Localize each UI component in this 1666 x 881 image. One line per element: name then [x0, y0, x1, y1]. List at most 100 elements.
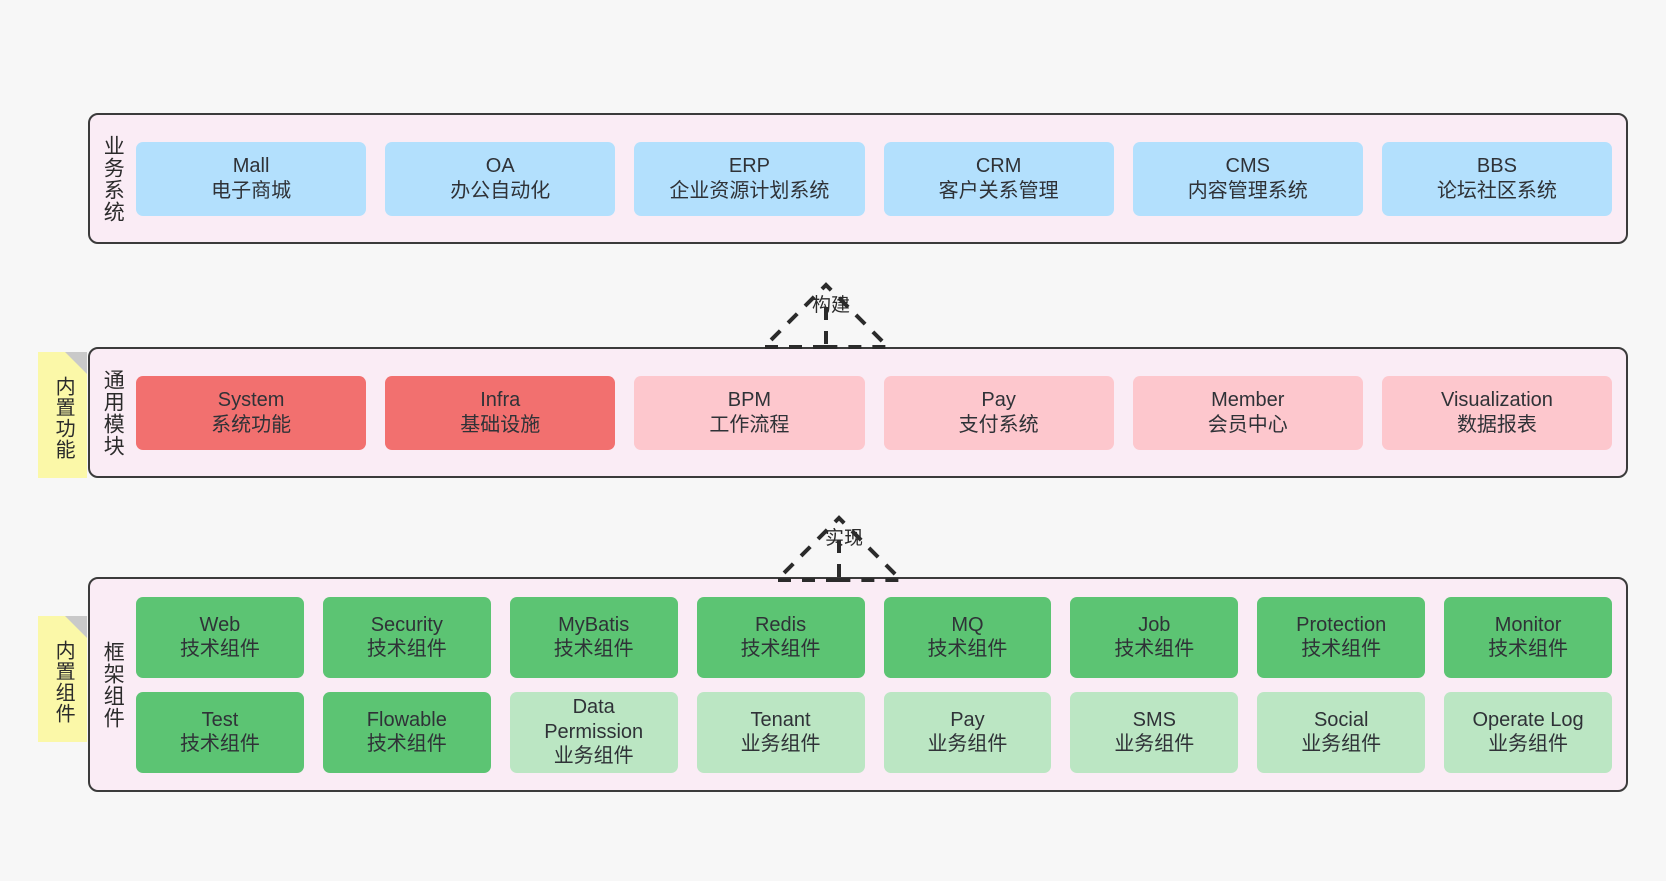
box-title: System	[217, 389, 285, 412]
box-title: MyBatis	[558, 613, 630, 636]
box-title: Member	[1211, 389, 1285, 412]
box-title: Pay	[981, 389, 1016, 412]
connector-build-arrow	[759, 282, 893, 349]
box-operate-log[interactable]: Operate Log 业务组件	[1444, 691, 1612, 773]
box-social[interactable]: Social 业务组件	[1257, 691, 1426, 773]
box-title: Operate Log	[1472, 708, 1584, 731]
box-title: Infra	[480, 389, 521, 412]
box-bbs[interactable]: BBS 论坛社区系统	[1381, 141, 1613, 216]
box-title: Protection	[1296, 613, 1387, 636]
note-builtin-components: 内置组件	[38, 616, 87, 742]
box-title: SMS	[1132, 708, 1176, 731]
box-title: ERP	[728, 155, 770, 178]
box-subtitle: 技术组件	[1488, 638, 1569, 660]
box-title: BPM	[727, 389, 772, 412]
box-data-permission[interactable]: Data Permission 业务组件	[509, 691, 678, 773]
box-pay-module[interactable]: Pay 支付系统	[883, 375, 1114, 450]
note-text: 内置功能	[52, 376, 75, 460]
box-web[interactable]: Web 技术组件	[136, 596, 304, 678]
section-label-business-systems: 业务系统	[101, 134, 125, 223]
box-subtitle: 技术组件	[179, 638, 260, 660]
box-flowable[interactable]: Flowable 技术组件	[322, 691, 491, 773]
box-mybatis[interactable]: MyBatis 技术组件	[509, 596, 678, 678]
box-cms[interactable]: CMS 内容管理系统	[1132, 141, 1363, 216]
box-subtitle: 办公自动化	[450, 179, 551, 202]
box-title: Security	[370, 613, 443, 636]
box-protection[interactable]: Protection 技术组件	[1257, 596, 1426, 678]
box-title: Job	[1138, 613, 1171, 636]
box-subtitle: 技术组件	[366, 638, 447, 660]
box-subtitle: 工作流程	[709, 413, 790, 436]
box-redis[interactable]: Redis 技术组件	[696, 596, 865, 678]
box-subtitle: 技术组件	[1301, 638, 1382, 660]
box-subtitle: 系统功能	[211, 413, 292, 436]
row: Web 技术组件 Security 技术组件 MyBatis 技术组件 Redi…	[136, 596, 1612, 678]
box-erp[interactable]: ERP 企业资源计划系统	[634, 141, 865, 216]
box-subtitle: 内容管理系统	[1187, 179, 1308, 202]
note-fold-corner-icon	[65, 352, 87, 374]
box-subtitle: 业务组件	[927, 733, 1008, 755]
box-security[interactable]: Security 技术组件	[322, 596, 491, 678]
box-job[interactable]: Job 技术组件	[1070, 596, 1239, 678]
box-title: Visualization	[1440, 389, 1553, 412]
box-title: CMS	[1225, 155, 1270, 178]
box-subtitle: 支付系统	[958, 413, 1039, 436]
box-subtitle: 业务组件	[1114, 733, 1195, 755]
box-subtitle: 客户关系管理	[938, 179, 1059, 202]
box-system[interactable]: System 系统功能	[136, 375, 367, 450]
box-title: Monitor	[1494, 613, 1562, 636]
box-test[interactable]: Test 技术组件	[136, 691, 304, 773]
box-subtitle: 会员中心	[1207, 413, 1288, 436]
box-title: OA	[485, 155, 515, 178]
box-subtitle: 技术组件	[553, 638, 634, 660]
row: Mall 电子商城 OA 办公自动化 ERP 企业资源计划系统 CRM 客户关系…	[136, 141, 1613, 216]
box-subtitle: 业务组件	[740, 733, 821, 755]
box-tenant[interactable]: Tenant 业务组件	[696, 691, 865, 773]
row: System 系统功能 Infra 基础设施 BPM 工作流程 Pay 支付系统…	[136, 375, 1613, 450]
box-subtitle: 基础设施	[460, 413, 541, 436]
section-framework-components: 框架组件 Web 技术组件 Security 技术组件 MyBatis 技术组件…	[88, 577, 1628, 792]
box-subtitle: 企业资源计划系统	[669, 179, 830, 202]
section-label-common-modules: 通用模块	[101, 368, 125, 457]
box-title: CRM	[975, 155, 1022, 178]
box-bpm[interactable]: BPM 工作流程	[634, 375, 865, 450]
box-pay-component[interactable]: Pay 业务组件	[883, 691, 1052, 773]
box-sms[interactable]: SMS 业务组件	[1070, 691, 1239, 773]
box-subtitle: 技术组件	[927, 638, 1008, 660]
generalization-arrow-path	[759, 282, 893, 349]
box-crm[interactable]: CRM 客户关系管理	[883, 141, 1114, 216]
box-oa[interactable]: OA 办公自动化	[385, 141, 616, 216]
box-subtitle: 技术组件	[366, 733, 447, 755]
section-common-modules: 通用模块 System 系统功能 Infra 基础设施 BPM 工作流程 Pay…	[88, 347, 1628, 478]
box-title: Web	[199, 613, 241, 636]
box-subtitle: 电子商城	[211, 179, 292, 202]
section-body-business-systems: Mall 电子商城 OA 办公自动化 ERP 企业资源计划系统 CRM 客户关系…	[134, 115, 1626, 242]
section-body-common-modules: System 系统功能 Infra 基础设施 BPM 工作流程 Pay 支付系统…	[134, 349, 1626, 476]
box-subtitle: 数据报表	[1456, 413, 1537, 436]
box-title: Test	[201, 708, 239, 731]
box-title: Pay	[950, 708, 985, 731]
box-title: Social	[1313, 708, 1369, 731]
note-builtin-features: 内置功能	[38, 352, 87, 478]
box-visualization[interactable]: Visualization 数据报表	[1381, 375, 1613, 450]
box-title: Data Permission	[544, 696, 644, 743]
box-infra[interactable]: Infra 基础设施	[385, 375, 616, 450]
box-title: BBS	[1476, 155, 1517, 178]
box-member[interactable]: Member 会员中心	[1132, 375, 1363, 450]
box-title: Flowable	[366, 708, 447, 731]
note-fold-corner-icon	[65, 616, 87, 638]
box-monitor[interactable]: Monitor 技术组件	[1444, 596, 1612, 678]
box-mq[interactable]: MQ 技术组件	[883, 596, 1052, 678]
box-title: Redis	[754, 613, 807, 636]
box-title: Tenant	[750, 708, 811, 731]
box-subtitle: 业务组件	[553, 745, 634, 768]
note-text: 内置组件	[52, 640, 75, 724]
box-mall[interactable]: Mall 电子商城	[136, 141, 367, 216]
row: Test 技术组件 Flowable 技术组件 Data Permission …	[136, 691, 1612, 773]
connector-implement-arrow	[772, 515, 906, 582]
box-subtitle: 论坛社区系统	[1436, 179, 1557, 202]
section-body-framework-components: Web 技术组件 Security 技术组件 MyBatis 技术组件 Redi…	[134, 579, 1626, 790]
box-subtitle: 技术组件	[740, 638, 821, 660]
box-subtitle: 技术组件	[1114, 638, 1195, 660]
box-subtitle: 业务组件	[1488, 733, 1569, 755]
